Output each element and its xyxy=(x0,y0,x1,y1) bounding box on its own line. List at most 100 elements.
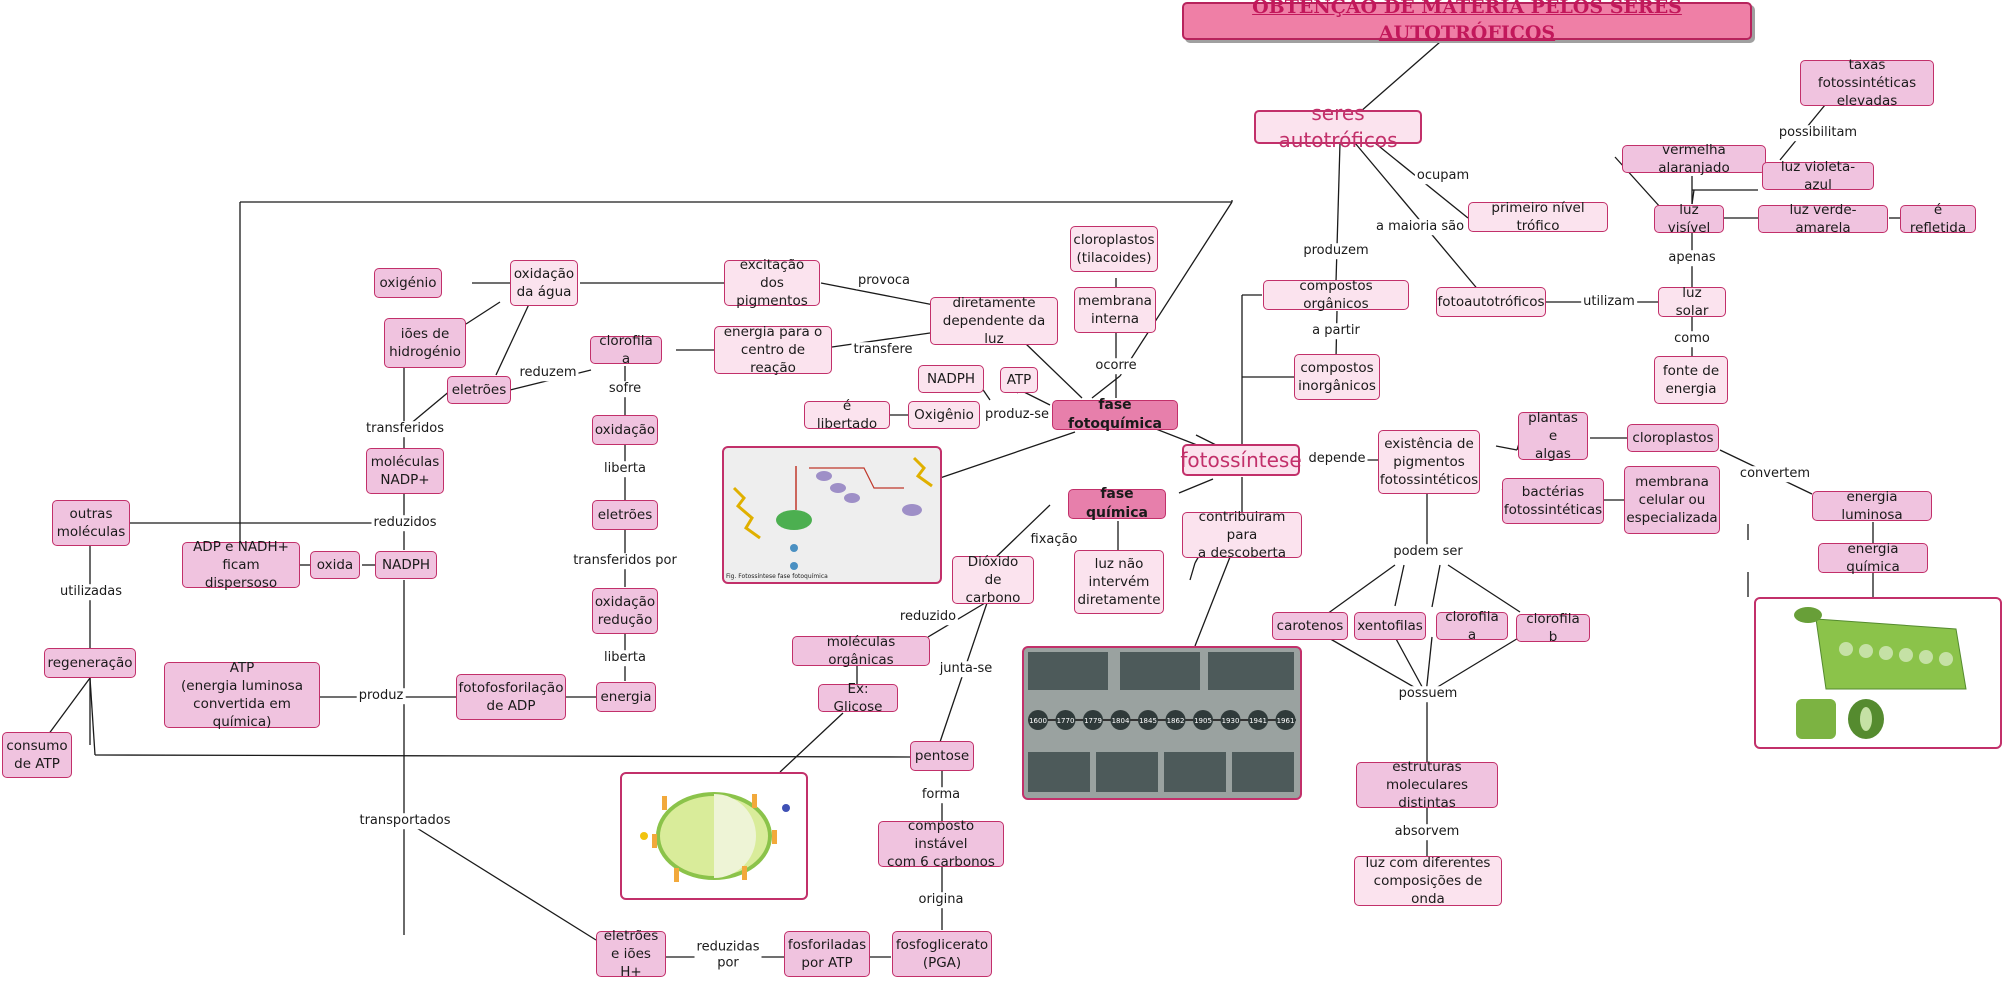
node-clorofila-a[interactable]: clorofila a xyxy=(590,333,662,367)
node-energia[interactable]: energia xyxy=(596,682,656,712)
node-luz-verde-amarela[interactable]: luz verde-amarela xyxy=(1758,202,1888,236)
label-possibilitam: possibilitam xyxy=(1776,125,1860,141)
node-primeiro-nivel-trofico[interactable]: primeiro nível trófico xyxy=(1468,200,1608,234)
node-pentose[interactable]: pentose xyxy=(910,741,974,771)
node-fase-quimica[interactable]: fase química xyxy=(1068,486,1166,521)
node-fonte-de-energia[interactable]: fonte de energia xyxy=(1654,356,1728,404)
timeline-year-circle xyxy=(1275,710,1296,730)
node-consumo-de-atp[interactable]: consumo de ATP xyxy=(2,732,72,778)
node-oxidacao[interactable]: oxidação xyxy=(592,415,658,445)
node-compostos-inorganicos[interactable]: compostos inorgânicos xyxy=(1294,354,1380,400)
node-luz-diferentes-ondas[interactable]: luz com diferentes composições de onda xyxy=(1354,855,1502,907)
calvin-cycle-illustration xyxy=(640,792,790,882)
label-depende: depende xyxy=(1306,451,1368,467)
label-transfere: transfere xyxy=(851,342,915,358)
node-carotenos[interactable]: carotenos xyxy=(1272,612,1348,640)
node-energia-quimica[interactable]: energia química xyxy=(1818,541,1928,575)
node-ex-glicose[interactable]: Ex: Glicose xyxy=(818,681,898,715)
label-apenas: apenas xyxy=(1666,250,1718,266)
node-xantofilas[interactable]: xentofilas xyxy=(1354,612,1426,640)
label-produz-se: produz-se xyxy=(982,407,1052,423)
node-oxidacao-da-agua[interactable]: oxidação da água xyxy=(510,260,578,306)
node-excitacao-pigmentos[interactable]: excitação dos pigmentos xyxy=(724,257,820,309)
node-plantas-e-algas[interactable]: plantas e algas xyxy=(1518,410,1588,462)
label-produzem: produzem xyxy=(1301,243,1371,259)
node-cloroplastos-tilacoides[interactable]: cloroplastos (tilacoides) xyxy=(1070,226,1158,272)
node-vermelha-alaranjado[interactable]: vermelha alaranjado xyxy=(1622,142,1766,176)
map-title-text: OBTENÇÃO DE MATÉRIA PELOS SERES AUTOTRÓF… xyxy=(1252,0,1682,44)
node-fotoautotroficos[interactable]: fotoautotróficos xyxy=(1436,287,1546,317)
node-contribuiram-descoberta[interactable]: contribuiram para a descoberta xyxy=(1182,509,1302,561)
node-cloroplastos[interactable]: cloroplastos xyxy=(1627,424,1719,452)
label-provoca: provoca xyxy=(855,273,913,289)
leaf-structure-illustration xyxy=(1794,607,1967,739)
label-utilizadas: utilizadas xyxy=(58,584,124,600)
node-clorofila-a2[interactable]: clorofila a xyxy=(1436,609,1508,643)
node-oxigenio[interactable]: oxigénio xyxy=(374,268,442,298)
image-estrutura-folha[interactable] xyxy=(1754,597,2002,749)
node-composto-instavel[interactable]: composto instável com 6 carbonos xyxy=(878,818,1004,870)
node-atp-energia-convertida[interactable]: ATP (energia luminosa convertida em quím… xyxy=(164,660,320,730)
node-outras-moleculas[interactable]: outras moléculas xyxy=(52,500,130,546)
label-forma: forma xyxy=(919,787,963,803)
node-estruturas-moleculares[interactable]: estruturas moleculares distintas xyxy=(1356,759,1498,811)
node-eletroes-2[interactable]: eletrões xyxy=(592,500,658,530)
node-eletroes-ioes-h[interactable]: eletrões e iões H+ xyxy=(596,928,666,980)
node-seres-autotroficos[interactable]: seres autotróficos xyxy=(1254,101,1422,152)
timeline-year-circle xyxy=(1055,710,1076,730)
image-fase-fotoquimica-diagram[interactable]: Fig. Fotossíntese fase fotoquímica xyxy=(722,446,942,584)
label-reduzido: reduzido xyxy=(897,609,959,625)
node-moleculas-nadp[interactable]: moléculas NADP+ xyxy=(366,448,444,494)
node-diretamente-dependente-luz[interactable]: diretamente dependente da luz xyxy=(930,295,1058,347)
node-oxigenio-2[interactable]: Oxigênio xyxy=(908,401,980,429)
node-fotossintese[interactable]: fotossíntese xyxy=(1180,444,1302,476)
node-atp-top[interactable]: ATP xyxy=(1000,367,1038,393)
node-adp-nadh-dispersoso[interactable]: ADP e NADH+ ficam dispersoso xyxy=(182,539,300,591)
timeline-year-label: 1905 xyxy=(1194,717,1212,725)
node-nadph[interactable]: NADPH xyxy=(375,551,437,579)
node-clorofila-b[interactable]: clorofila b xyxy=(1516,611,1590,645)
node-oxida[interactable]: oxida xyxy=(310,551,360,579)
node-luz-visivel[interactable]: luz visível xyxy=(1654,202,1724,236)
node-oxidacao-reducao[interactable]: oxidação redução xyxy=(592,588,658,634)
timeline-year-label: 1770 xyxy=(1057,717,1075,725)
label-transferidos-por: transferidos por xyxy=(571,553,679,569)
label-reduzem: reduzem xyxy=(517,365,579,381)
label-produz: produz xyxy=(356,688,406,704)
image-ciclo-calvin[interactable] xyxy=(620,772,808,900)
node-taxas-fotossinteticas[interactable]: taxas fotossintéticas elevadas xyxy=(1800,57,1934,109)
timeline-year-label: 1600 xyxy=(1029,717,1047,725)
node-dioxido-de-carbono[interactable]: Dióxido de carbono xyxy=(952,554,1034,606)
node-energia-luminosa[interactable]: energia luminosa xyxy=(1812,489,1932,523)
photochemistry-illustration: Fig. Fotossíntese fase fotoquímica xyxy=(726,456,933,580)
timeline-year-label: 1930 xyxy=(1222,717,1240,725)
node-e-libertado[interactable]: é libertado xyxy=(804,398,890,432)
node-nadph-top[interactable]: NADPH xyxy=(918,365,984,393)
timeline-year-circle xyxy=(1028,710,1048,730)
label-liberta-2: liberta xyxy=(602,650,648,666)
node-fotofosforilacao-adp[interactable]: fotofosforilação de ADP xyxy=(456,674,566,720)
node-ioes-de-hidrogenio[interactable]: iões de hidrogénio xyxy=(384,318,466,368)
node-luz-nao-intervem[interactable]: luz não intervém diretamente xyxy=(1074,550,1164,614)
node-fase-fotoquimica[interactable]: fase fotoquímica xyxy=(1052,397,1178,432)
label-fixacao: fixação xyxy=(1028,532,1080,548)
node-bacterias-fotossinteticas[interactable]: bactérias fotossintéticas xyxy=(1502,478,1604,524)
node-existencia-pigmentos[interactable]: existência de pigmentos fotossintéticos xyxy=(1378,430,1480,494)
timeline-year-label: 1941 xyxy=(1249,717,1267,725)
node-energia-centro-reacao[interactable]: energia para o centro de reação xyxy=(714,324,832,376)
timeline-year-label: 1804 xyxy=(1112,717,1130,725)
node-regeneracao[interactable]: regeneração xyxy=(44,648,136,678)
node-e-refletida[interactable]: é refletida xyxy=(1900,202,1976,236)
node-luz-solar[interactable]: luz solar xyxy=(1658,285,1726,319)
image-caption-fotoquimica: Fig. Fotossíntese fase fotoquímica xyxy=(726,573,828,580)
node-compostos-organicos[interactable]: compostos orgânicos xyxy=(1263,278,1409,312)
node-fosfoglicerato-pga[interactable]: fosfoglicerato (PGA) xyxy=(892,931,992,977)
node-moleculas-organicas[interactable]: moléculas orgânicas xyxy=(792,634,930,668)
node-membrana-interna[interactable]: membrana interna xyxy=(1074,287,1156,333)
node-eletroes-1[interactable]: eletrões xyxy=(447,376,511,404)
label-ocorre: ocorre xyxy=(1093,358,1139,374)
node-fosforiladas-por-atp[interactable]: fosforiladas por ATP xyxy=(784,931,870,977)
node-membrana-celular[interactable]: membrana celular ou especializada xyxy=(1624,466,1720,534)
node-luz-violeta-azul[interactable]: luz violeta-azul xyxy=(1762,159,1874,193)
